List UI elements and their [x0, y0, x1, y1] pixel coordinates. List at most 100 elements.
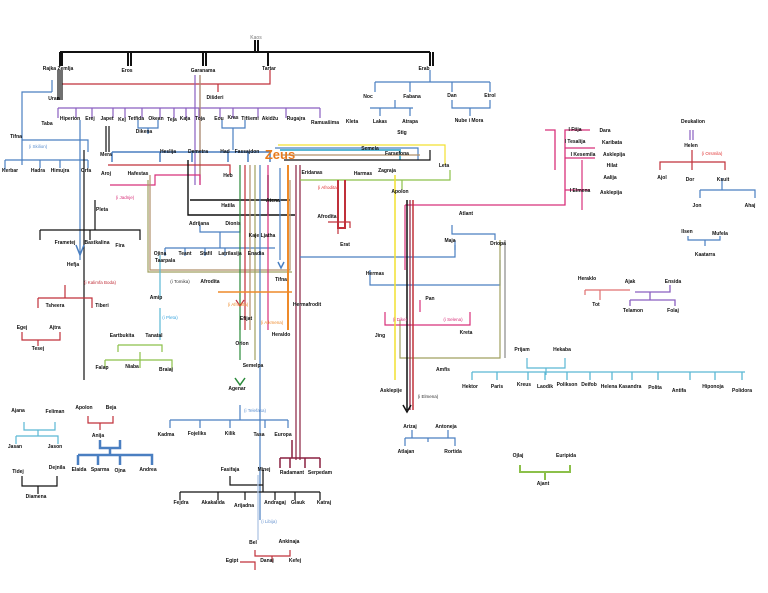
- node-enadia[interactable]: Enadia: [247, 251, 265, 257]
- node-deukalion[interactable]: Deukalion: [681, 119, 705, 125]
- node-heb[interactable]: Heb: [223, 173, 233, 179]
- node-hilat[interactable]: Hilat: [606, 163, 618, 169]
- node-hefja[interactable]: Hefja: [66, 262, 80, 268]
- node-radamant[interactable]: Radamant: [279, 470, 305, 476]
- node-dionis[interactable]: Dionis: [225, 221, 241, 227]
- node-stafil[interactable]: Stafil: [199, 251, 213, 257]
- node-ojlaj[interactable]: Ojlaj: [512, 453, 524, 459]
- node-leta[interactable]: Leta: [438, 163, 450, 169]
- node-ojna[interactable]: Ojna: [114, 468, 126, 474]
- node-dan[interactable]: Dan: [447, 93, 457, 99]
- node-hermafrodit[interactable]: Hermafrodit: [292, 302, 322, 308]
- node-rortida[interactable]: Rortida: [444, 449, 462, 455]
- node-kras[interactable]: Kras: [227, 115, 239, 121]
- node-driopa[interactable]: Driopa: [490, 241, 506, 247]
- node-braiaj[interactable]: Braiaj: [159, 367, 173, 373]
- node-farsefona[interactable]: Farsefona: [385, 151, 409, 157]
- node-egej[interactable]: Egej: [16, 325, 28, 331]
- node-dara[interactable]: Dara: [599, 128, 611, 134]
- node-glauk[interactable]: Glauk: [291, 500, 305, 506]
- node-andragaj[interactable]: Andragaj: [264, 500, 286, 506]
- node-kefej[interactable]: Kefej: [288, 558, 302, 564]
- node-fasifaja[interactable]: Fasifaja: [220, 467, 240, 473]
- node-hektor[interactable]: Hektor: [462, 384, 478, 390]
- node-ajak[interactable]: Ajak: [624, 279, 636, 285]
- node-tot[interactable]: Tot: [592, 302, 600, 308]
- node-jason[interactable]: Jason: [47, 444, 63, 450]
- node-ksuit[interactable]: Ksuit: [716, 177, 730, 183]
- node-feliman[interactable]: Feliman: [45, 409, 65, 415]
- node-i-tesalija[interactable]: I Tesalija: [564, 139, 586, 145]
- node-ajtra[interactable]: Ajtra: [49, 325, 61, 331]
- node-rajka-zemlja[interactable]: Rajka Zemlja: [42, 66, 74, 72]
- node-semela[interactable]: Semela: [361, 146, 379, 152]
- node-japet[interactable]: Japet: [100, 116, 114, 122]
- node-semelpa[interactable]: Semelpa: [242, 363, 264, 369]
- node-lakas[interactable]: Lakas: [372, 119, 388, 125]
- node-noc[interactable]: Noc: [363, 94, 373, 100]
- node-harmas[interactable]: Harmas: [353, 171, 373, 177]
- node-erej[interactable]: Erej: [85, 116, 95, 122]
- node-etrol[interactable]: Etrol: [484, 93, 496, 99]
- node-okean[interactable]: Okean: [148, 116, 164, 122]
- node-eridanas[interactable]: Eridanas: [301, 170, 323, 176]
- node-heslija[interactable]: Heslija: [159, 149, 177, 155]
- node-demetra[interactable]: Demetra: [187, 149, 209, 155]
- node-eartbukita[interactable]: Eartbukita: [109, 333, 135, 339]
- node-aalija[interactable]: Aalija: [603, 175, 617, 181]
- node-dejnila[interactable]: Dejnila: [48, 465, 66, 471]
- node-ramuasima[interactable]: Ramuašima: [310, 120, 340, 126]
- node-ojina[interactable]: Ojina: [153, 251, 167, 257]
- node-kilik[interactable]: Kilik: [224, 431, 236, 437]
- node-tasa[interactable]: Tasa: [253, 432, 265, 438]
- node-bastkalina[interactable]: Bastkalina: [84, 240, 110, 246]
- node-ajana[interactable]: Ajana: [11, 408, 25, 414]
- node-prijam[interactable]: Prijam: [514, 347, 530, 353]
- node-heraklo[interactable]: Heraklo: [577, 276, 597, 282]
- node-tesej[interactable]: Tesej: [31, 346, 45, 352]
- node-danaj[interactable]: Danaj: [260, 558, 274, 564]
- node-toja[interactable]: Toja: [195, 116, 205, 122]
- node-rugajra[interactable]: Rugajra: [286, 116, 306, 122]
- node-apolon2[interactable]: Apolon: [75, 405, 93, 411]
- node-atlajan[interactable]: Atlajan: [397, 449, 415, 455]
- node-bel[interactable]: Bel: [249, 540, 257, 546]
- node-hekaba[interactable]: Hekaba: [553, 347, 571, 353]
- node-polikson[interactable]: Polikson: [556, 382, 578, 388]
- node-orfa[interactable]: Orfa: [80, 168, 92, 174]
- node-folaj[interactable]: Folaj: [667, 308, 679, 314]
- node-arijadna[interactable]: Arijadna: [233, 503, 255, 509]
- node-taarpala[interactable]: Taarpala: [154, 258, 176, 264]
- node-helen[interactable]: Helen: [684, 143, 698, 149]
- node-heraldo[interactable]: Heraldo: [271, 332, 291, 338]
- node-jing[interactable]: Jing: [374, 333, 386, 339]
- node-tanatal[interactable]: Tanatal: [145, 333, 163, 339]
- node-tartar[interactable]: Tartar: [262, 66, 276, 72]
- node-deifob[interactable]: Deifob: [581, 382, 597, 388]
- node-atrapa[interactable]: Atrapa: [402, 119, 418, 125]
- node-pan[interactable]: Pan: [425, 296, 435, 302]
- node-hiperion[interactable]: Hiperion: [59, 116, 81, 122]
- node-minej[interactable]: Minej: [257, 467, 271, 473]
- node-ajol[interactable]: Ajol: [657, 175, 667, 181]
- node-i-elmena[interactable]: I Elmena: [569, 188, 591, 194]
- node-sparma[interactable]: Sparma: [90, 467, 110, 473]
- node-i-ftija[interactable]: I Ftija: [568, 127, 582, 133]
- node-aroj[interactable]: Aroj: [101, 171, 111, 177]
- node-antoneja[interactable]: Antoneja: [435, 424, 457, 430]
- node-latrilasija[interactable]: Latrilasija: [218, 251, 242, 257]
- node-ajant[interactable]: Ajant: [536, 481, 550, 487]
- node-laodik[interactable]: Laodik: [536, 384, 554, 390]
- node-eros[interactable]: Eros: [121, 68, 133, 74]
- node-andrea[interactable]: Andrea: [139, 467, 157, 473]
- node-erab[interactable]: Erab: [418, 66, 430, 72]
- node-teja[interactable]: Teja: [167, 117, 177, 123]
- node-hiponoja[interactable]: Hiponoja: [702, 384, 724, 390]
- node-ankinaja[interactable]: Ankinaja: [278, 539, 300, 545]
- node-jasan[interactable]: Jasan: [7, 444, 23, 450]
- node-kasandra[interactable]: Kasandra: [618, 384, 642, 390]
- node-katraj[interactable]: Katraj: [316, 500, 332, 506]
- node-kleta[interactable]: Kleta: [345, 119, 359, 125]
- node-elaida[interactable]: Elaida: [71, 467, 87, 473]
- node-efijat[interactable]: Efijat: [239, 316, 253, 322]
